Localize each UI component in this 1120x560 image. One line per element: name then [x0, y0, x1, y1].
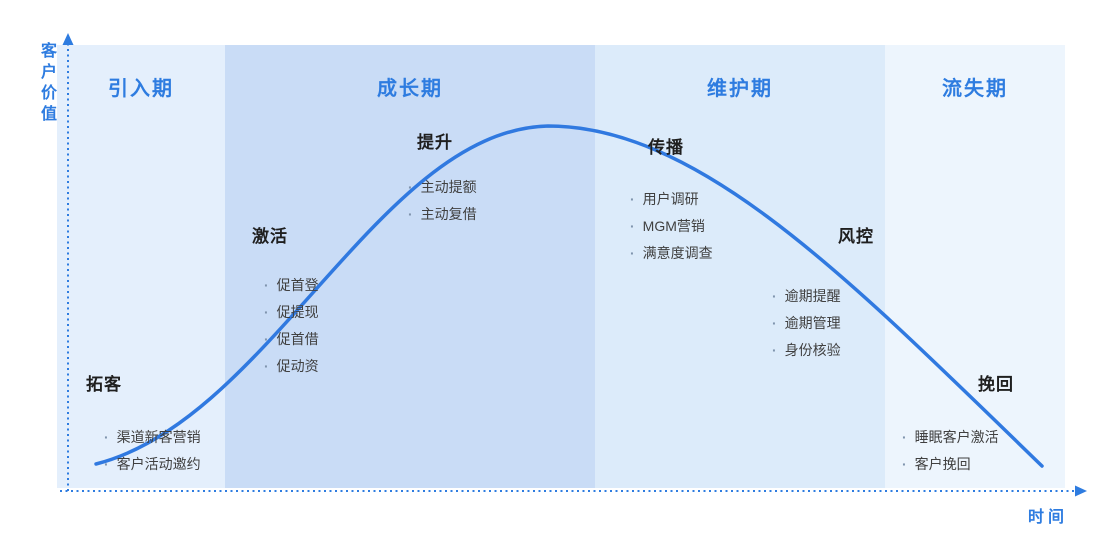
- bullet-dot-icon: ·: [902, 456, 907, 472]
- bullet-dot-icon: ·: [630, 245, 635, 261]
- list-item: ·促首借: [264, 331, 319, 347]
- stage-title-acquire: 拓客: [86, 375, 122, 394]
- list-item: ·促提现: [264, 304, 319, 320]
- list-item: ·主动复借: [408, 206, 477, 222]
- list-item: ·主动提额: [408, 179, 477, 195]
- bullet-dot-icon: ·: [104, 456, 109, 472]
- y-axis-arrow-icon: [62, 33, 74, 45]
- bullet-dot-icon: ·: [630, 218, 635, 234]
- stage-title-winback: 挽回: [978, 375, 1014, 394]
- bullet-dot-icon: ·: [772, 315, 777, 331]
- bullet-dot-icon: ·: [264, 331, 269, 347]
- stage-title-risk-control: 风控: [838, 227, 874, 246]
- list-item: ·满意度调查: [630, 245, 713, 261]
- stage-list-winback: ·睡眠客户激活 ·客户挽回: [902, 424, 999, 478]
- bullet-dot-icon: ·: [264, 358, 269, 374]
- list-item: ·客户活动邀约: [104, 456, 201, 472]
- list-item: ·逾期提醒: [772, 288, 841, 304]
- bullet-dot-icon: ·: [902, 429, 907, 445]
- list-item: ·用户调研: [630, 191, 699, 207]
- bullet-dot-icon: ·: [104, 429, 109, 445]
- list-item: ·促动资: [264, 358, 319, 374]
- stage-list-spread: ·用户调研 ·MGM营销 ·满意度调查: [630, 186, 713, 267]
- bullet-dot-icon: ·: [630, 191, 635, 207]
- phase-label-growth: 成长期: [377, 78, 443, 100]
- list-item: ·逾期管理: [772, 315, 841, 331]
- bullet-dot-icon: ·: [772, 342, 777, 358]
- phase-label-intro: 引入期: [108, 78, 174, 100]
- phase-label-maintain: 维护期: [707, 78, 773, 100]
- phase-band-growth: [225, 45, 595, 488]
- x-axis-label: 时间: [1027, 509, 1068, 526]
- stage-title-uplift: 提升: [417, 133, 453, 152]
- bullet-dot-icon: ·: [264, 277, 269, 293]
- bullet-dot-icon: ·: [408, 179, 413, 195]
- list-item: ·渠道新客营销: [104, 429, 201, 445]
- list-item: ·睡眠客户激活: [902, 429, 999, 445]
- bullet-dot-icon: ·: [408, 206, 413, 222]
- list-item: ·促首登: [264, 277, 319, 293]
- y-axis-label: 客户价值: [38, 42, 55, 126]
- stage-list-uplift: ·主动提额 ·主动复借: [408, 174, 477, 228]
- phase-band-intro: [57, 45, 225, 488]
- stage-title-spread: 传播: [648, 138, 684, 157]
- phase-band-churn: [885, 45, 1065, 488]
- list-item: ·身份核验: [772, 342, 841, 358]
- stage-list-acquire: ·渠道新客营销 ·客户活动邀约: [104, 424, 201, 478]
- stage-list-activate: ·促首登 ·促提现 ·促首借 ·促动资: [264, 272, 319, 380]
- list-item: ·客户挽回: [902, 456, 971, 472]
- stage-title-activate: 激活: [252, 227, 288, 246]
- stage-list-risk-control: ·逾期提醒 ·逾期管理 ·身份核验: [772, 283, 841, 364]
- phase-label-churn: 流失期: [942, 78, 1008, 100]
- x-axis-arrow-icon: [1075, 485, 1087, 497]
- bullet-dot-icon: ·: [264, 304, 269, 320]
- list-item: ·MGM营销: [630, 218, 705, 234]
- bullet-dot-icon: ·: [772, 288, 777, 304]
